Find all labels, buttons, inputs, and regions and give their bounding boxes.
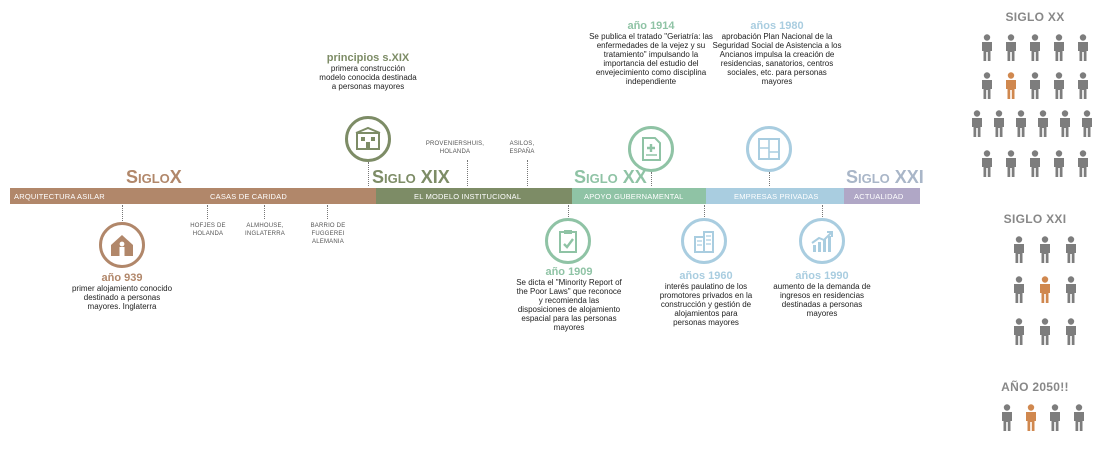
group-title-siglo-xxi: SIGLO XXI bbox=[1003, 212, 1067, 226]
person-icon bbox=[1064, 276, 1078, 309]
person-icon bbox=[1038, 318, 1052, 351]
house-person-icon bbox=[99, 222, 145, 268]
person-icon bbox=[1012, 318, 1026, 351]
elderly-person-icon bbox=[1038, 276, 1052, 309]
clipboard-check-icon bbox=[545, 218, 591, 264]
person-icon bbox=[1028, 34, 1042, 67]
person-icon bbox=[1004, 34, 1018, 67]
building-icon bbox=[345, 116, 391, 162]
event-title: años 1990 bbox=[795, 270, 849, 282]
person-icon bbox=[1076, 34, 1090, 67]
person-icon bbox=[1036, 110, 1050, 143]
person-icon bbox=[992, 110, 1006, 143]
band-arquitectura-asilar: ARQUITECTURA ASILAR bbox=[10, 188, 158, 204]
band-label: CASAS DE CARIDAD bbox=[210, 191, 287, 201]
group-title-siglo-xx: SIGLO XX bbox=[1005, 10, 1065, 24]
person-icon bbox=[1064, 236, 1078, 269]
era-siglo-xxi: Siglo XXI bbox=[846, 167, 924, 187]
event-1990: años 1990 aumento de la demanda de ingre… bbox=[772, 270, 872, 318]
era-siglo-xx: Siglo XX bbox=[574, 167, 647, 187]
person-icon bbox=[1052, 34, 1066, 67]
document-plus-icon bbox=[628, 126, 674, 172]
minor-label-almhouse: ALMHOUSE,INGLATERRA bbox=[245, 223, 285, 237]
floor-plan-icon bbox=[746, 126, 792, 172]
band-label: APOYO GUBERNAMENTAL bbox=[584, 191, 684, 201]
era-siglo-x: SigloX bbox=[126, 167, 182, 187]
person-icon bbox=[1000, 404, 1014, 437]
person-icon bbox=[1038, 236, 1052, 269]
band-casas-de-caridad: CASAS DE CARIDAD bbox=[158, 188, 376, 204]
person-icon bbox=[970, 110, 984, 143]
band-label: EL MODELO INSTITUCIONAL bbox=[414, 191, 522, 201]
growth-chart-icon bbox=[799, 218, 845, 264]
event-text: interés paulatino de los promotores priv… bbox=[659, 282, 753, 327]
person-icon bbox=[1064, 318, 1078, 351]
band-empresas-privadas: EMPRESAS PRIVADAS bbox=[706, 188, 844, 204]
elderly-person-icon bbox=[1004, 72, 1018, 105]
person-icon bbox=[1052, 150, 1066, 183]
person-icon bbox=[1028, 72, 1042, 105]
event-title: año 939 bbox=[101, 272, 143, 284]
band-actualidad: ACTUALIDAD bbox=[844, 188, 920, 204]
person-icon bbox=[1072, 404, 1086, 437]
buildings-icon bbox=[681, 218, 727, 264]
event-title: principios s.XIX bbox=[326, 52, 410, 64]
band-modelo-institucional: EL MODELO INSTITUCIONAL bbox=[376, 188, 572, 204]
group-title-2050: AÑO 2050!! bbox=[1001, 380, 1069, 394]
person-icon bbox=[1004, 150, 1018, 183]
event-text: Se dicta el "Minority Report of the Poor… bbox=[516, 278, 622, 332]
elderly-person-icon bbox=[1024, 404, 1038, 437]
event-principios-s-xix: principios s.XIX primera construcción mo… bbox=[318, 52, 418, 91]
era-siglo-xix: Siglo XIX bbox=[372, 167, 450, 187]
person-icon bbox=[1058, 110, 1072, 143]
event-939: año 939 primer alojamiento conocido dest… bbox=[70, 272, 174, 311]
person-icon bbox=[1080, 110, 1094, 143]
person-icon bbox=[980, 72, 994, 105]
band-label: EMPRESAS PRIVADAS bbox=[734, 191, 819, 201]
minor-label-asilos: ASILOS,ESPAÑA bbox=[509, 141, 535, 155]
person-icon bbox=[1014, 110, 1028, 143]
event-title: años 1960 bbox=[679, 270, 733, 282]
event-text: aumento de la demanda de ingresos en res… bbox=[773, 282, 871, 318]
band-label: ACTUALIDAD bbox=[854, 191, 904, 201]
event-1960: años 1960 interés paulatino de los promo… bbox=[658, 270, 754, 327]
event-text: primera construcción modelo conocida des… bbox=[319, 64, 417, 91]
band-apoyo-gubernamental: APOYO GUBERNAMENTAL bbox=[572, 188, 706, 204]
event-text: Se publica el tratado "Geriatría: las en… bbox=[589, 32, 713, 86]
band-label: ARQUITECTURA ASILAR bbox=[14, 191, 105, 201]
event-title: año 1914 bbox=[627, 20, 675, 32]
minor-label-proveniershuis: PROVENIERSHUIS,HOLANDA bbox=[425, 141, 485, 155]
event-1914: año 1914 Se publica el tratado "Geriatrí… bbox=[586, 20, 716, 86]
person-icon bbox=[980, 150, 994, 183]
person-icon bbox=[1076, 72, 1090, 105]
person-icon bbox=[1052, 72, 1066, 105]
event-1980: años 1980 aprobación Plan Nacional de la… bbox=[712, 20, 842, 86]
person-icon bbox=[1048, 404, 1062, 437]
event-title: año 1909 bbox=[545, 266, 593, 278]
person-icon bbox=[1012, 276, 1026, 309]
person-icon bbox=[1028, 150, 1042, 183]
event-title: años 1980 bbox=[750, 20, 804, 32]
person-icon bbox=[980, 34, 994, 67]
person-icon bbox=[1076, 150, 1090, 183]
event-text: primer alojamiento conocido destinado a … bbox=[71, 284, 173, 311]
person-icon bbox=[1012, 236, 1026, 269]
event-text: aprobación Plan Nacional de la Seguridad… bbox=[712, 32, 842, 86]
event-1909: año 1909 Se dicta el "Minority Report of… bbox=[514, 266, 624, 332]
